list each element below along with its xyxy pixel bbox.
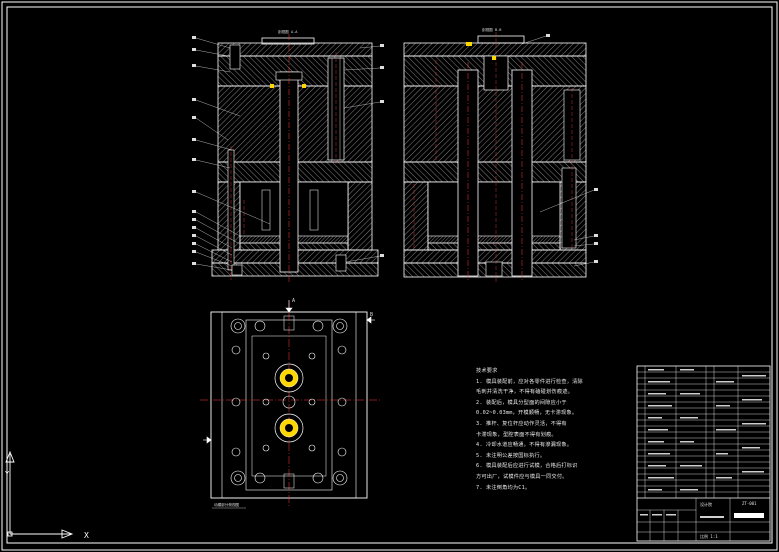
drawing-number: ZT-001 [742, 501, 757, 506]
section-view-right[interactable]: 剖视图 B-B [403, 27, 598, 282]
notes-title: 技术要求 [476, 368, 498, 374]
note-line: 2. 装配后，模具分型面的间隙应小于 [476, 399, 567, 406]
note-line: 1. 模具装配前，应对各零件进行检查，清除 [476, 378, 583, 385]
section-mark-a: A [292, 298, 295, 304]
note-line: 4. 冷却水道应畅通，不得有渗漏现象。 [476, 442, 573, 449]
view-label-left: 剖视图 A-A [278, 29, 298, 34]
note-line: 3. 推杆、复位杆应动作灵活，不得有 [476, 420, 567, 427]
note-line: 0.02~0.03mm，开模顺畅，无卡滞现象。 [476, 410, 578, 417]
ucs-x-label: X [84, 531, 89, 540]
plan-view[interactable]: A B 动模部分俯视图 [200, 298, 380, 509]
section-mark-b: B [370, 312, 373, 318]
plan-label: 动模部分俯视图 [214, 502, 240, 507]
section-view-left[interactable]: 剖视图 A-A [192, 29, 384, 282]
view-label-right: 剖视图 B-B [482, 27, 501, 32]
ucs-axis-icon [5, 450, 74, 539]
inner-border [6, 6, 773, 544]
company-name: 设计院 [700, 501, 712, 507]
note-line: 卡滞现象，型腔表面不得有划痕。 [476, 431, 557, 438]
title-block[interactable]: ZT-001 设计院 比例 1:1 [636, 365, 771, 542]
note-line: 5. 未注明公差按国标执行。 [476, 452, 546, 459]
note-line: 6. 模具装配后应进行试模，合格后打标识 [476, 463, 578, 470]
ucs-y-label: Y [5, 470, 10, 478]
note-line: 7. 未注倒角均为C1。 [476, 484, 531, 491]
technical-notes: 技术要求 1. 模具装配前，应对各零件进行检查，清除 毛刺并清洗干净，不得有磕碰… [476, 366, 584, 493]
note-line: 方可出厂，试模件应与模具一同交付。 [476, 473, 568, 480]
note-line: 毛刺并清洗干净，不得有磕碰划伤痕迹。 [476, 389, 573, 396]
scale-label: 比例 1:1 [700, 533, 718, 539]
